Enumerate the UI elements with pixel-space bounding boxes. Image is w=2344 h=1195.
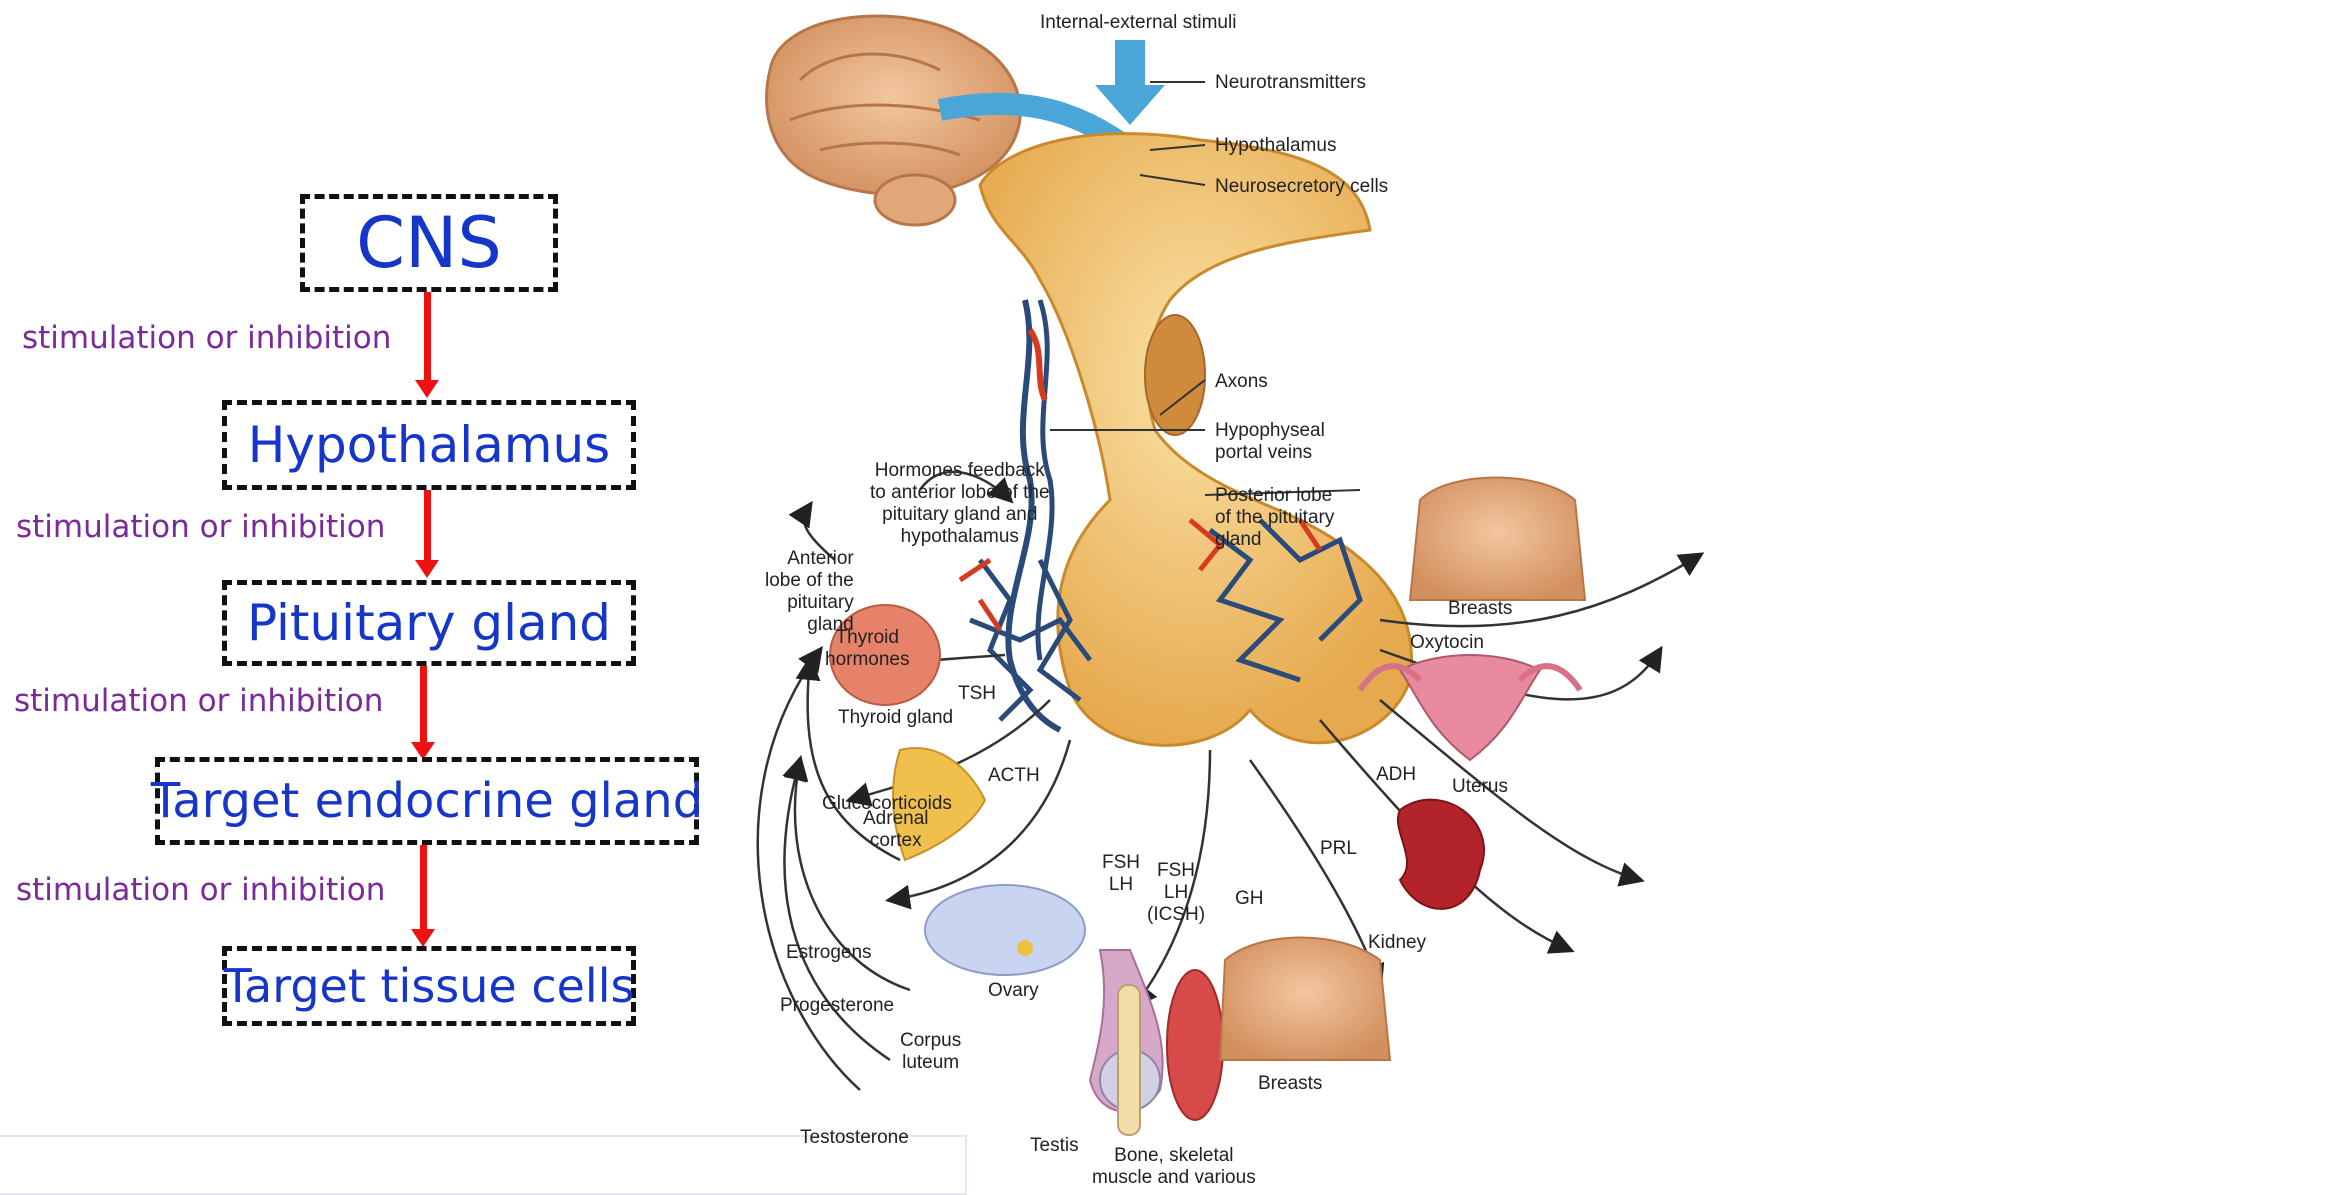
label-ovary: Ovary bbox=[988, 980, 1039, 1002]
label-gh: GH bbox=[1235, 888, 1264, 910]
label-testis: Testis bbox=[1030, 1135, 1079, 1157]
flowchart: CNS stimulation or inhibition Hypothalam… bbox=[0, 0, 760, 1189]
arrow-3 bbox=[420, 666, 427, 746]
box-cns: CNS bbox=[300, 194, 558, 292]
label-uterus: Uterus bbox=[1452, 776, 1508, 798]
label-prl: PRL bbox=[1320, 838, 1357, 860]
label-acth: ACTH bbox=[988, 765, 1040, 787]
arrow-4 bbox=[420, 845, 427, 933]
label-testosterone: Testosterone bbox=[800, 1127, 909, 1149]
label-feedback: Hormones feedback to anterior lobe of th… bbox=[870, 460, 1050, 547]
box-pituitary: Pituitary gland bbox=[222, 580, 636, 666]
bone-illustration bbox=[1118, 985, 1140, 1135]
box-target-endocrine: Target endocrine gland bbox=[155, 757, 699, 845]
step-label-3: stimulation or inhibition bbox=[14, 683, 383, 719]
arrow-2 bbox=[424, 490, 431, 564]
label-kidney: Kidney bbox=[1368, 932, 1426, 954]
arrow-1 bbox=[424, 292, 431, 384]
label-fsh-lh-2: FSH LH (ICSH) bbox=[1147, 860, 1205, 926]
muscle-illustration bbox=[1167, 970, 1223, 1120]
step-label-2: stimulation or inhibition bbox=[16, 509, 385, 545]
box-hypothalamus: Hypothalamus bbox=[222, 400, 636, 490]
label-posterior-lobe: Posterior lobe of the pituitary gland bbox=[1215, 485, 1334, 551]
label-neurotransmitters: Neurotransmitters bbox=[1215, 72, 1366, 94]
box-target-tissue: Target tissue cells bbox=[222, 946, 636, 1026]
label-tsh: TSH bbox=[958, 683, 996, 705]
pituitary-illustration bbox=[960, 134, 1412, 746]
breasts-lower-illustration bbox=[1220, 938, 1390, 1061]
label-neurosecretory: Neurosecretory cells bbox=[1215, 176, 1388, 198]
label-bone: Bone, skeletal muscle and various bbox=[1092, 1145, 1256, 1189]
kidney-illustration bbox=[1398, 800, 1484, 909]
diagram-artwork bbox=[740, 0, 2344, 1189]
label-hypothalamus: Hypothalamus bbox=[1215, 135, 1336, 157]
step-label-1: stimulation or inhibition bbox=[22, 320, 391, 356]
label-adrenal: Adrenal cortex bbox=[863, 808, 929, 852]
label-breasts-lower: Breasts bbox=[1258, 1073, 1322, 1095]
step-label-4: stimulation or inhibition bbox=[16, 872, 385, 908]
label-fsh-lh-1: FSH LH bbox=[1102, 852, 1140, 896]
label-breasts-upper: Breasts bbox=[1448, 598, 1512, 620]
label-portal-veins: Hypophyseal portal veins bbox=[1215, 420, 1325, 464]
ovary-illustration bbox=[925, 885, 1085, 975]
breasts-upper-illustration bbox=[1410, 478, 1585, 601]
label-anterior-lobe: Anterior lobe of the pituitary gland bbox=[765, 548, 854, 635]
label-thyroid-hormones: Thyroid hormones bbox=[825, 627, 910, 671]
label-progesterone: Progesterone bbox=[780, 995, 894, 1017]
label-adh: ADH bbox=[1376, 764, 1416, 786]
label-stimuli: Internal-external stimuli bbox=[1040, 12, 1236, 34]
endocrine-diagram: Internal-external stimuli Neurotransmitt… bbox=[740, 0, 2344, 1189]
label-corpus: Corpus luteum bbox=[900, 1030, 961, 1074]
label-estrogens: Estrogens bbox=[786, 942, 872, 964]
label-axons: Axons bbox=[1215, 371, 1268, 393]
label-oxytocin: Oxytocin bbox=[1410, 632, 1484, 654]
label-thyroid-gland: Thyroid gland bbox=[838, 707, 953, 729]
